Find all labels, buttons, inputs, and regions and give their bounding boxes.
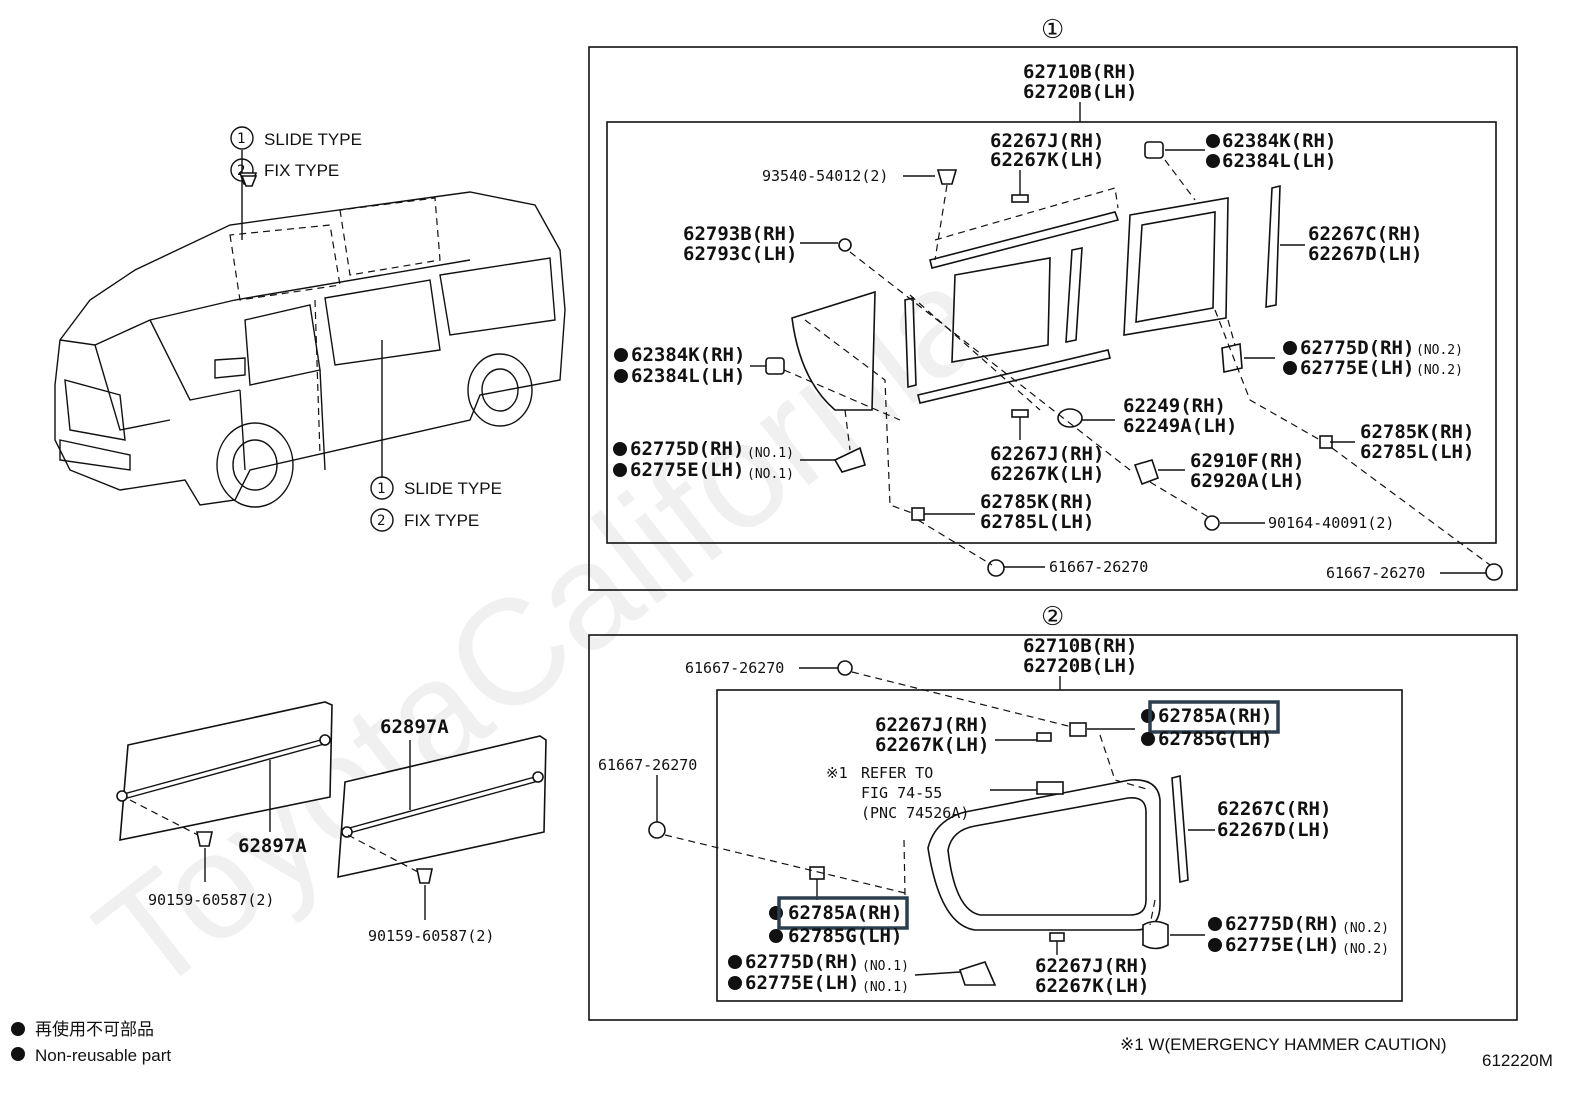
- svg-text:90164-40091(2): 90164-40091(2): [1268, 514, 1394, 532]
- van-label-mid: 1 SLIDE TYPE 2 FIX TYPE: [370, 476, 502, 532]
- svg-text:※1: ※1: [826, 764, 848, 782]
- svg-text:62267C(RH): 62267C(RH): [1308, 223, 1422, 245]
- svg-text:62710B(RH): 62710B(RH): [1023, 61, 1137, 83]
- svg-text:62897A: 62897A: [380, 716, 449, 738]
- svg-text:62267C(RH): 62267C(RH): [1217, 798, 1331, 820]
- section-1-slide-type: ① 62710B(RH) 62720B(LH): [238, 14, 1518, 591]
- svg-text:62384K(RH): 62384K(RH): [1222, 130, 1336, 152]
- svg-text:61667-26270: 61667-26270: [1049, 558, 1148, 576]
- svg-text:62775D(RH): 62775D(RH): [745, 951, 859, 973]
- svg-text:62785A(RH): 62785A(RH): [788, 902, 902, 924]
- section-2-frame: [588, 634, 1518, 1021]
- svg-text:62267J(RH): 62267J(RH): [1035, 955, 1149, 977]
- svg-text:62775E(LH): 62775E(LH): [1225, 934, 1339, 956]
- svg-text:2: 2: [237, 163, 245, 179]
- section-1-number: ①: [1041, 14, 1064, 44]
- svg-text:62775D(RH): 62775D(RH): [1300, 337, 1414, 359]
- svg-text:62775E(LH): 62775E(LH): [745, 972, 859, 994]
- svg-text:FIX TYPE: FIX TYPE: [404, 511, 479, 530]
- quarter-glass: [791, 290, 876, 411]
- svg-text:62267J(RH): 62267J(RH): [990, 443, 1104, 465]
- upper-rail: [929, 211, 1120, 269]
- slide-glass: [951, 257, 1051, 363]
- svg-text:62785K(RH): 62785K(RH): [1360, 421, 1474, 443]
- svg-text:REFER TO: REFER TO: [861, 764, 933, 782]
- svg-text:Non-reusable part: Non-reusable part: [35, 1046, 171, 1065]
- svg-text:62775E(LH): 62775E(LH): [1300, 357, 1414, 379]
- svg-text:(NO.2): (NO.2): [1342, 942, 1389, 957]
- svg-text:61667-26270: 61667-26270: [598, 756, 697, 774]
- svg-text:62267K(LH): 62267K(LH): [990, 149, 1104, 171]
- svg-text:62384K(RH): 62384K(RH): [631, 344, 745, 366]
- section-2-number: ②: [1041, 601, 1064, 631]
- svg-text:62720B(LH): 62720B(LH): [1023, 655, 1137, 677]
- svg-text:62785L(LH): 62785L(LH): [980, 511, 1094, 533]
- section-1-frame: [588, 46, 1518, 591]
- svg-text:再使用不可部品: 再使用不可部品: [35, 1019, 154, 1039]
- svg-text:(NO.1): (NO.1): [862, 980, 909, 995]
- legend: 再使用不可部品 Non-reusable part: [11, 1019, 171, 1065]
- svg-text:(NO.1): (NO.1): [747, 467, 794, 482]
- svg-text:(NO.1): (NO.1): [747, 446, 794, 461]
- section-1-inner-frame: [606, 121, 1497, 544]
- svg-text:93540-54012(2): 93540-54012(2): [762, 167, 888, 185]
- svg-text:62720B(LH): 62720B(LH): [1023, 81, 1137, 103]
- garnish-right: [337, 735, 547, 879]
- svg-text:62920A(LH): 62920A(LH): [1190, 470, 1304, 492]
- svg-text:(PNC 74526A): (PNC 74526A): [861, 804, 969, 822]
- lower-left-garnishes: 62897A 62897A 90159-60587(2) 90159-60587…: [116, 701, 547, 945]
- svg-text:62267J(RH): 62267J(RH): [875, 714, 989, 736]
- svg-text:62793B(RH): 62793B(RH): [683, 223, 797, 245]
- svg-text:61667-26270: 61667-26270: [685, 659, 784, 677]
- svg-text:FIG 74-55: FIG 74-55: [861, 784, 942, 802]
- svg-text:61667-26270: 61667-26270: [1326, 564, 1425, 582]
- svg-text:62267K(LH): 62267K(LH): [1035, 975, 1149, 997]
- svg-text:62785A(RH): 62785A(RH): [1158, 705, 1272, 727]
- footnote: ※1 W(EMERGENCY HAMMER CAUTION): [1120, 1035, 1447, 1054]
- svg-text:62793C(LH): 62793C(LH): [683, 243, 797, 265]
- svg-text:90159-60587(2): 90159-60587(2): [148, 891, 274, 909]
- svg-text:62775D(RH): 62775D(RH): [630, 438, 744, 460]
- figure-id: 612220M: [1482, 1051, 1553, 1070]
- section-2-fix-type: ② 62710B(RH) 62720B(LH): [588, 601, 1518, 1021]
- svg-text:62267J(RH): 62267J(RH): [990, 130, 1104, 152]
- van-illustration: [54, 150, 566, 508]
- svg-text:(NO.2): (NO.2): [1416, 363, 1463, 378]
- svg-text:62267K(LH): 62267K(LH): [875, 734, 989, 756]
- svg-text:1: 1: [237, 131, 245, 147]
- svg-text:FIX TYPE: FIX TYPE: [264, 161, 339, 180]
- svg-text:62249(RH): 62249(RH): [1123, 395, 1226, 417]
- svg-text:62384L(LH): 62384L(LH): [631, 365, 745, 387]
- svg-text:62775E(LH): 62775E(LH): [630, 459, 744, 481]
- svg-text:1: 1: [377, 481, 385, 497]
- svg-text:62785G(LH): 62785G(LH): [788, 925, 902, 947]
- svg-text:2: 2: [377, 513, 385, 529]
- svg-text:62384L(LH): 62384L(LH): [1222, 150, 1336, 172]
- highlight-62785A-bottom: [777, 896, 909, 930]
- lower-rail: [917, 349, 1111, 404]
- svg-text:SLIDE TYPE: SLIDE TYPE: [404, 479, 502, 498]
- svg-text:62785K(RH): 62785K(RH): [980, 491, 1094, 513]
- svg-text:62267K(LH): 62267K(LH): [990, 463, 1104, 485]
- van-label-top: 1 SLIDE TYPE 2 FIX TYPE: [230, 126, 362, 182]
- svg-text:(NO.1): (NO.1): [862, 959, 909, 974]
- svg-text:62775D(RH): 62775D(RH): [1225, 913, 1339, 935]
- highlight-62785A-top: [1148, 700, 1280, 734]
- svg-text:62267D(LH): 62267D(LH): [1217, 819, 1331, 841]
- svg-text:62249A(LH): 62249A(LH): [1123, 415, 1237, 437]
- svg-text:62710B(RH): 62710B(RH): [1023, 635, 1137, 657]
- svg-text:62785G(LH): 62785G(LH): [1158, 728, 1272, 750]
- svg-text:62267D(LH): 62267D(LH): [1308, 243, 1422, 265]
- svg-text:90159-60587(2): 90159-60587(2): [368, 927, 494, 945]
- svg-text:(NO.2): (NO.2): [1342, 921, 1389, 936]
- svg-text:(NO.2): (NO.2): [1416, 343, 1463, 358]
- svg-text:62897A: 62897A: [238, 835, 307, 857]
- svg-text:62785L(LH): 62785L(LH): [1360, 441, 1474, 463]
- svg-text:62910F(RH): 62910F(RH): [1190, 450, 1304, 472]
- svg-text:SLIDE TYPE: SLIDE TYPE: [264, 130, 362, 149]
